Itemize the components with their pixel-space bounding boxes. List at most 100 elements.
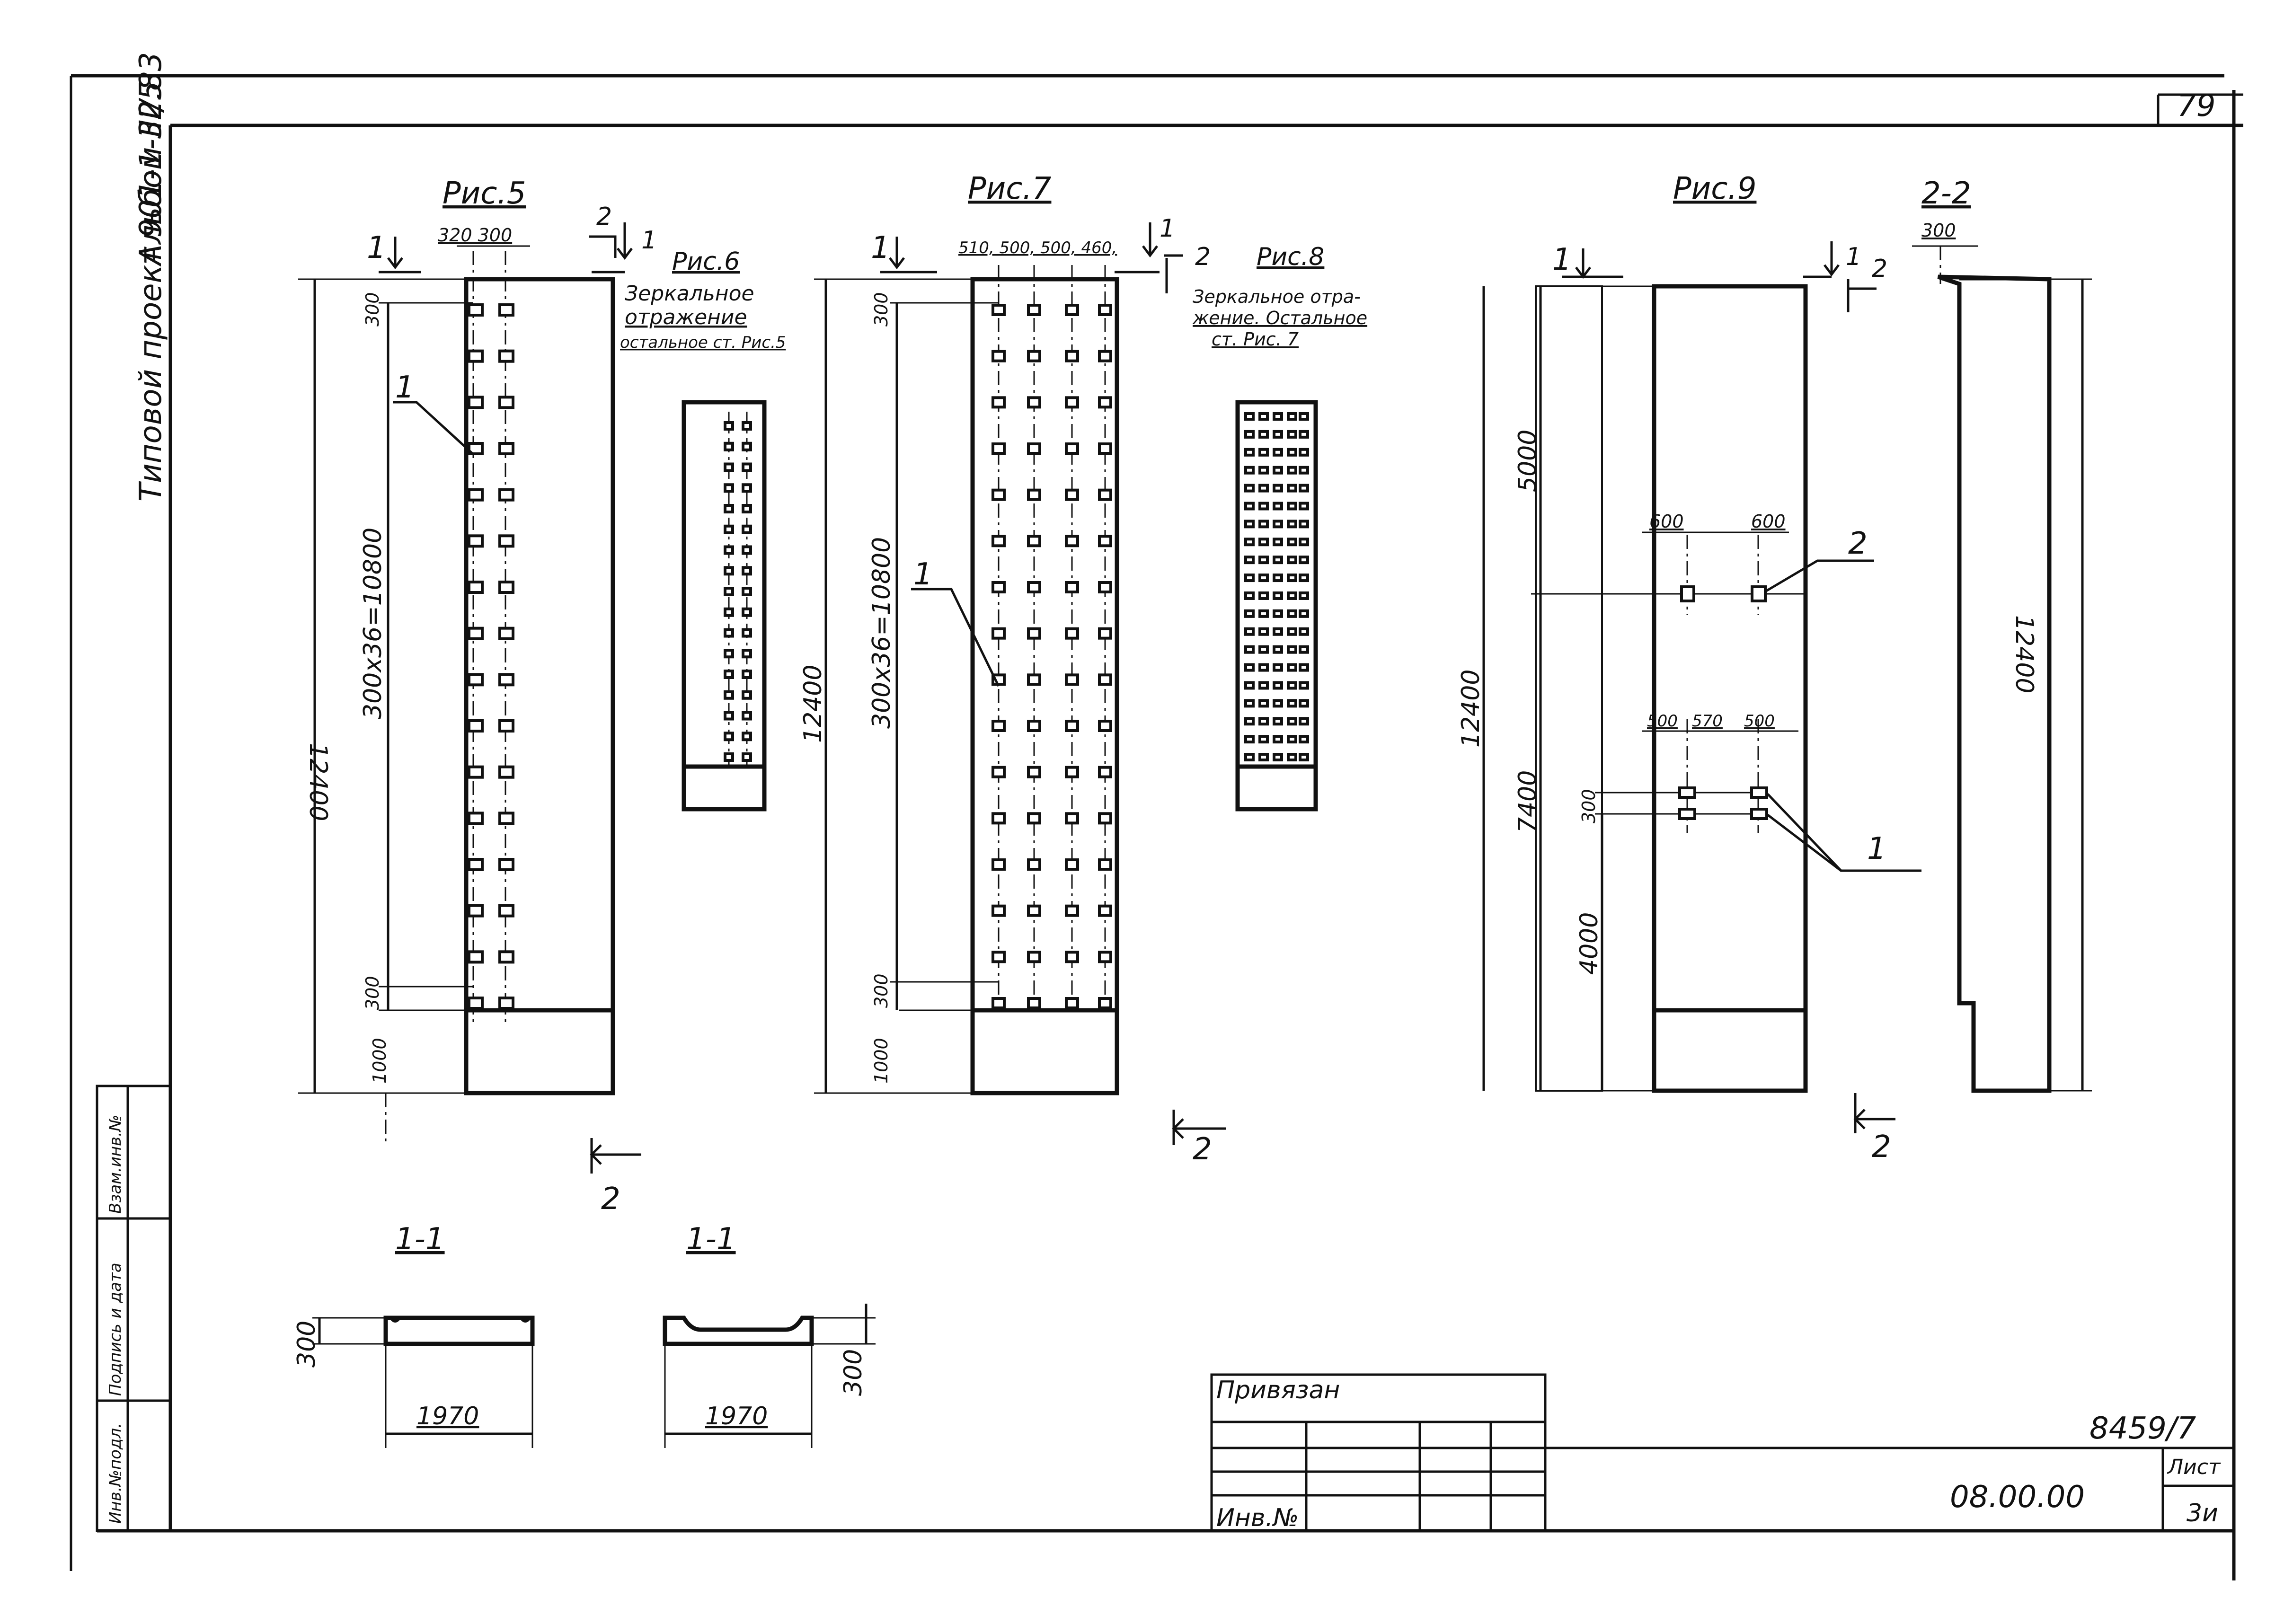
fig8-anchor-hole <box>1258 520 1269 529</box>
fig7-anchor-hole <box>992 396 1006 409</box>
fig5-anchor-hole <box>498 858 514 871</box>
fig7-anchor-hole <box>1065 488 1079 501</box>
fig7-anchor-hole <box>1065 442 1079 455</box>
fig8-anchor-hole <box>1258 681 1269 690</box>
fig7-anchor-hole <box>1065 581 1079 593</box>
fig8-anchor-hole <box>1258 466 1269 475</box>
fig6-anchor-hole <box>724 566 734 576</box>
fig6-anchor-hole <box>724 628 734 638</box>
sec22-width: 300 <box>1921 220 1956 241</box>
fig7-holes <box>992 304 1112 1009</box>
fig6-anchor-hole <box>742 711 752 721</box>
fig8-anchor-hole <box>1258 574 1269 583</box>
fig7-anchor-hole <box>1065 535 1079 547</box>
fig8-anchor-hole <box>1299 556 1309 565</box>
sec22-height: 12400 <box>2010 615 2038 693</box>
fig8-note-2: жение. Остальное <box>1192 308 1367 328</box>
fig8-anchor-hole <box>1244 520 1255 529</box>
fig7-anchor-hole <box>1098 627 1112 640</box>
fig7-section-mark-2: 2 <box>1195 243 1211 271</box>
view-arrows: 2 2 2 <box>590 1093 1895 1217</box>
fig7-anchor-hole <box>1098 720 1112 732</box>
fig8-anchor-hole <box>1273 412 1283 421</box>
fig7-anchor-hole <box>1065 904 1079 917</box>
fig8-anchor-hole <box>1258 591 1269 600</box>
fig5-anchor-hole <box>498 349 514 363</box>
fig7-anchor-hole <box>1027 812 1041 825</box>
view-arrow-b: 2 <box>1193 1132 1212 1167</box>
fig7-anchor-hole <box>1027 858 1041 871</box>
fig8-anchor-hole <box>1244 484 1255 493</box>
fig7-anchor-hole <box>1065 812 1079 825</box>
fig5-anchor-hole <box>498 488 514 502</box>
fig7-anchor-hole <box>1098 858 1112 871</box>
section-1-1-b: 1-1 300 1970 <box>663 1222 876 1448</box>
fig7-top-gap: 300 <box>871 292 892 327</box>
fig9-w5: 500 <box>1744 712 1775 731</box>
sec22-title: 2-2 <box>1921 176 1971 211</box>
fig7-anchor-hole <box>1098 442 1112 455</box>
fig8-anchor-hole <box>1273 609 1283 618</box>
fig8-title: Рис.8 <box>1257 243 1324 271</box>
fig8-anchor-hole <box>1258 412 1269 421</box>
fig8-anchor-hole <box>1244 753 1255 761</box>
view-arrow-a: 2 <box>601 1182 620 1217</box>
fig7-anchor-hole <box>992 442 1006 455</box>
fig5-anchor-hole <box>468 904 484 918</box>
sec11b-title: 1-1 <box>686 1222 736 1257</box>
fig5-anchor-hole <box>498 303 514 317</box>
fig8-anchor-hole <box>1273 430 1283 439</box>
fig8-anchor-hole <box>1258 609 1269 618</box>
fig7-anchor-hole <box>1065 858 1079 871</box>
fig8-anchor-hole <box>1287 591 1297 600</box>
fig8-anchor-hole <box>1287 484 1297 493</box>
fig9-w1: 600 <box>1649 511 1684 532</box>
fig5-section-mark-1: 1 <box>367 230 386 265</box>
fig8-anchor-hole <box>1287 520 1297 529</box>
fig8-anchor-hole <box>1287 699 1297 708</box>
fig7-height: 12400 <box>799 665 827 743</box>
fig8-anchor-hole <box>1258 663 1269 672</box>
fig8-anchor-hole <box>1299 448 1309 457</box>
fig8-note-1: Зеркальное отра- <box>1193 286 1361 307</box>
fig8-anchor-hole <box>1258 753 1269 761</box>
album-side: Альбом III/5 <box>133 81 168 267</box>
fig8-anchor-hole <box>1287 645 1297 654</box>
fig7-anchor-hole <box>1098 673 1112 686</box>
fig9: Рис.9 1 1 2 12400 5000 7400 4000 300 600… <box>1457 171 1921 1093</box>
fig7-anchor-hole <box>1027 442 1041 455</box>
fig6-anchor-hole <box>724 690 734 700</box>
fig5-holes-dim: 300х36=10800 <box>359 528 387 719</box>
fig9-bottom-part: 7400 <box>1514 770 1542 833</box>
fig5-anchor-hole <box>468 303 484 317</box>
sec11a-thick: 300 <box>292 1321 321 1368</box>
fig5-anchor-hole <box>468 627 484 640</box>
fig7-anchor-hole <box>1065 720 1079 732</box>
fig7-anchor-hole <box>1065 951 1079 963</box>
fig7-base: 1000 <box>871 1038 892 1084</box>
fig9-section-mark-1b: 1 <box>1846 243 1861 271</box>
outer-frame <box>70 74 2243 1580</box>
fig7-anchor-hole <box>1027 350 1041 362</box>
fig6-anchor-hole <box>724 462 734 472</box>
drawing-code: 08.00.00 <box>1950 1480 2085 1515</box>
fig8-anchor-hole <box>1287 556 1297 565</box>
fig6-anchor-hole <box>724 670 734 679</box>
fig8-anchor-hole <box>1244 591 1255 600</box>
fig7: Рис.7 510, 500, 500, 460, 1 2 1 12400 30… <box>799 171 1211 1095</box>
fig7-anchor-hole <box>1065 304 1079 316</box>
fig8-anchor-hole <box>1244 502 1255 511</box>
fig5-anchor-hole <box>468 673 484 687</box>
fig7-leader-label: 1 <box>913 557 933 592</box>
fig6-anchor-hole <box>742 566 752 576</box>
signature-date-label: Подпись и дата <box>106 1262 125 1396</box>
fig7-anchor-hole <box>1065 673 1079 686</box>
fig5-anchor-hole <box>498 765 514 779</box>
fig8-anchor-hole <box>1287 717 1297 726</box>
fig6-anchor-hole <box>742 752 752 762</box>
fig6-anchor-hole <box>742 587 752 596</box>
fig8-anchor-hole <box>1258 699 1269 708</box>
fig9-section-mark-2: 2 <box>1872 255 1887 283</box>
